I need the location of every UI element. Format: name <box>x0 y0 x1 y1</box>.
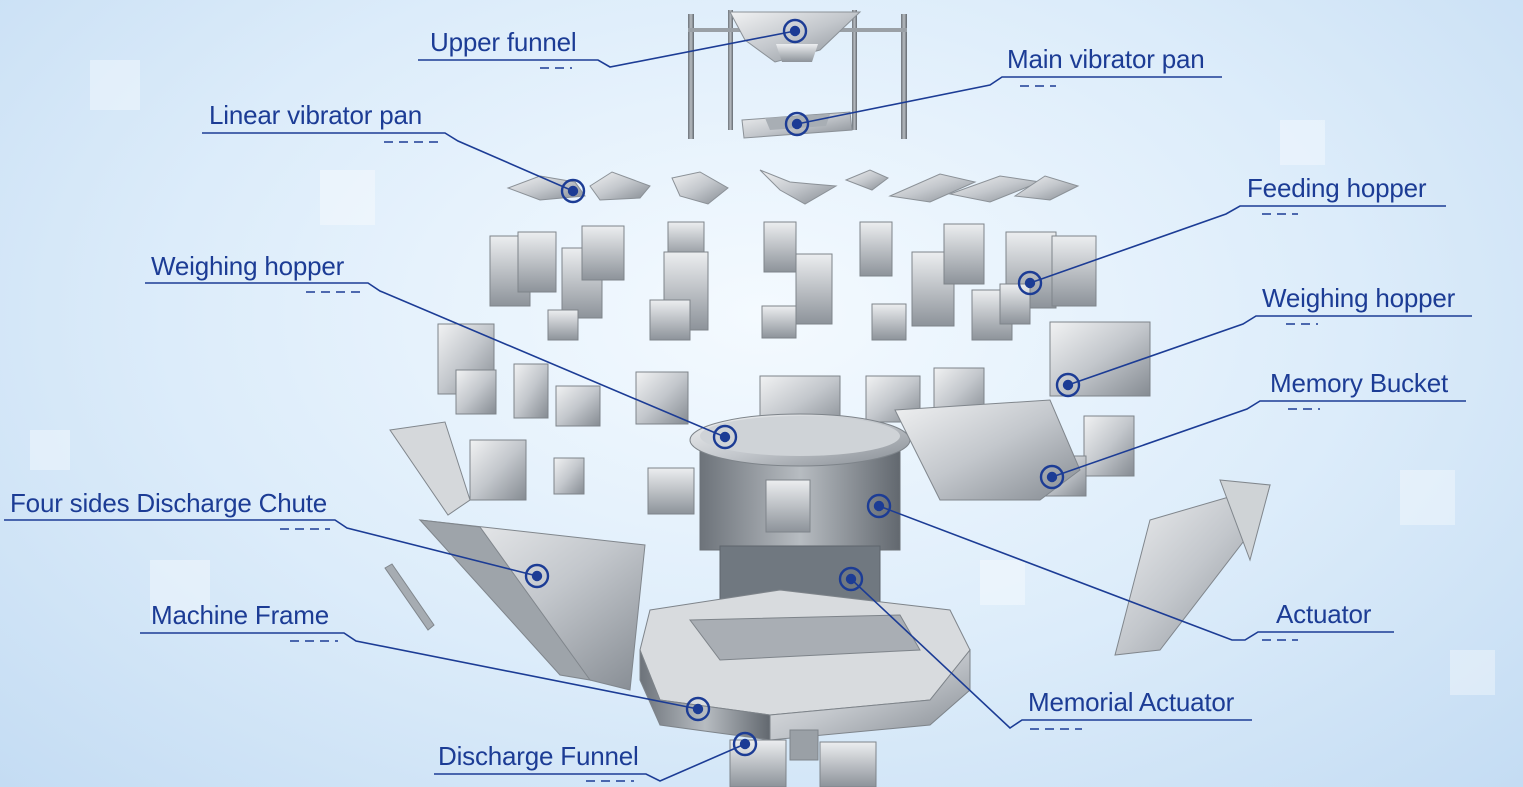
marker-discharge-funnel <box>732 731 758 757</box>
label-memorial-actuator: Memorial Actuator <box>1028 687 1235 717</box>
background-square <box>1450 650 1495 695</box>
label-actuator: Actuator <box>1276 599 1372 629</box>
discharge-chute-part <box>384 399 1271 691</box>
marker-main-vibrator-pan <box>784 111 810 137</box>
central-body-part <box>647 413 911 607</box>
label-linear-vibrator-pan: Linear vibrator pan <box>209 100 422 130</box>
label-machine-frame: Machine Frame <box>151 600 330 630</box>
background-square <box>320 170 375 225</box>
marker-feeding-hopper <box>1017 270 1043 296</box>
leader-line-linear-vibrator-pan <box>202 132 574 192</box>
leader-line-weighing-hopper-left <box>145 282 726 438</box>
marker-actuator <box>866 493 892 519</box>
leader-line-actuator <box>878 505 1394 641</box>
leader-line-discharge-chute <box>4 519 538 577</box>
machine-frame-part <box>639 589 971 741</box>
label-four-sides-discharge-chute: Four sides Discharge Chute <box>10 488 328 518</box>
label-discharge-funnel: Discharge Funnel <box>438 741 639 771</box>
label-main-vibrator-pan: Main vibrator pan <box>1007 44 1205 74</box>
marker-upper-funnel <box>782 18 808 44</box>
label-memory-bucket: Memory Bucket <box>1270 368 1449 398</box>
marker-memory-bucket <box>1039 464 1065 490</box>
marker-machine-frame <box>685 696 711 722</box>
marker-linear-vibrator-pan <box>560 178 586 204</box>
background-square <box>1280 120 1325 165</box>
leader-line-upper-funnel <box>418 30 796 68</box>
discharge-funnel-part <box>729 729 877 787</box>
background-square <box>1400 470 1455 525</box>
marker-discharge-chute <box>524 563 550 589</box>
leader-line-weighing-hopper-right <box>1067 315 1472 386</box>
leader-line-discharge-funnel <box>434 743 746 782</box>
marker-weighing-hopper-right <box>1055 372 1081 398</box>
feeding-hoppers-part <box>489 221 1097 341</box>
background-square <box>150 560 210 620</box>
label-weighing-hopper-right: Weighing hopper <box>1262 283 1456 313</box>
leader-line-memory-bucket <box>1051 400 1466 478</box>
label-feeding-hopper: Feeding hopper <box>1247 173 1427 203</box>
background-square <box>980 560 1025 605</box>
linear-vibrator-pans-part <box>506 169 1080 205</box>
leader-line-machine-frame <box>140 632 699 710</box>
background-square <box>30 430 70 470</box>
marker-weighing-hopper-left <box>712 424 738 450</box>
marker-memorial-actuator <box>838 566 864 592</box>
label-weighing-hopper-left: Weighing hopper <box>151 251 345 281</box>
leader-line-memorial-actuator <box>850 578 1252 730</box>
background-square <box>90 60 140 110</box>
leader-line-main-vibrator-pan <box>796 76 1222 125</box>
label-upper-funnel: Upper funnel <box>430 27 577 57</box>
leader-line-feeding-hopper <box>1029 205 1446 284</box>
